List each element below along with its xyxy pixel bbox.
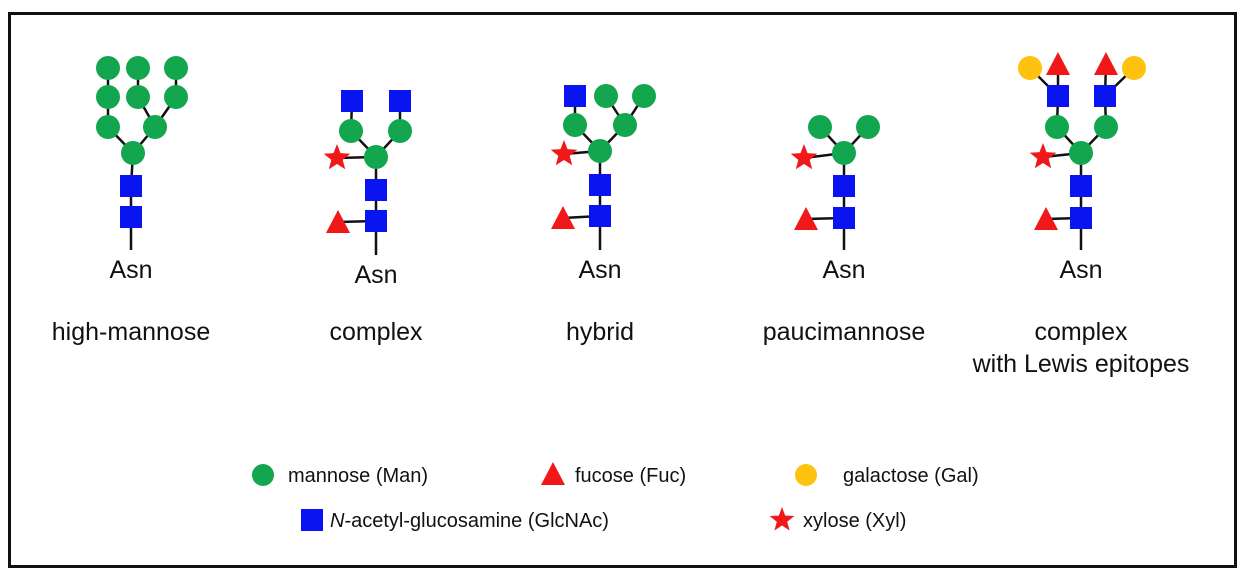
xylose-icon bbox=[769, 507, 795, 531]
glcnac-icon bbox=[365, 179, 387, 201]
glycan-complex bbox=[323, 90, 412, 233]
asn-label: Asn bbox=[109, 256, 152, 284]
mannose-icon bbox=[364, 145, 388, 169]
mannose-icon bbox=[388, 119, 412, 143]
glcnac-icon bbox=[589, 174, 611, 196]
mannose-icon bbox=[96, 115, 120, 139]
asn-label: Asn bbox=[1059, 256, 1102, 284]
glcnac-icon bbox=[120, 206, 142, 228]
glycan-high-mannose bbox=[96, 56, 188, 228]
glcnac-icon bbox=[341, 90, 363, 112]
legend-item-fucose: fucose (Fuc) bbox=[541, 462, 686, 487]
mannose-icon bbox=[252, 464, 274, 486]
glcnac-icon bbox=[301, 509, 323, 531]
glcnac-icon bbox=[1070, 207, 1092, 229]
legend-item-xylose: xylose (Xyl) bbox=[769, 507, 906, 532]
asn-label: Asn bbox=[822, 256, 865, 284]
legend-label-xylose: xylose (Xyl) bbox=[803, 510, 906, 532]
mannose-icon bbox=[632, 84, 656, 108]
fucose-icon bbox=[551, 206, 575, 229]
galactose-icon bbox=[1018, 56, 1042, 80]
xylose-icon bbox=[550, 140, 578, 166]
legend-label-glcnac-italic: N bbox=[330, 510, 345, 532]
glcnac-icon bbox=[833, 175, 855, 197]
glcnac-icon bbox=[1070, 175, 1092, 197]
mannose-icon bbox=[96, 56, 120, 80]
mannose-icon bbox=[121, 141, 145, 165]
legend-item-glcnac: N-acetyl-glucosamine (GlcNAc) bbox=[301, 509, 609, 532]
mannose-icon bbox=[339, 119, 363, 143]
mannose-icon bbox=[563, 113, 587, 137]
glycan-complex-lewis bbox=[1018, 52, 1146, 230]
mannose-icon bbox=[808, 115, 832, 139]
asn-label: Asn bbox=[578, 256, 621, 284]
glcnac-icon bbox=[120, 175, 142, 197]
mannose-icon bbox=[856, 115, 880, 139]
legend-item-galactose: galactose (Gal) bbox=[795, 464, 979, 487]
mannose-icon bbox=[832, 141, 856, 165]
glcnac-icon bbox=[1047, 85, 1069, 107]
glycan-type-label: complex bbox=[1034, 318, 1128, 346]
glycan-type-label: complex bbox=[329, 318, 423, 346]
legend: mannose (Man) fucose (Fuc) galactose (Ga… bbox=[252, 462, 979, 532]
mannose-icon bbox=[613, 113, 637, 137]
glycan-hybrid bbox=[550, 84, 656, 229]
mannose-icon bbox=[143, 115, 167, 139]
mannose-icon bbox=[1069, 141, 1093, 165]
mannose-icon bbox=[588, 139, 612, 163]
galactose-icon bbox=[795, 464, 817, 486]
glcnac-icon bbox=[564, 85, 586, 107]
glycan-type-label: with Lewis epitopes bbox=[972, 350, 1190, 378]
legend-label-mannose: mannose (Man) bbox=[288, 465, 428, 487]
mannose-icon bbox=[164, 85, 188, 109]
mannose-icon bbox=[164, 56, 188, 80]
legend-label-galactose: galactose (Gal) bbox=[843, 465, 979, 487]
mannose-icon bbox=[126, 85, 150, 109]
glcnac-icon bbox=[365, 210, 387, 232]
galactose-icon bbox=[1122, 56, 1146, 80]
fucose-icon bbox=[1046, 52, 1070, 75]
fucose-icon bbox=[794, 207, 818, 230]
mannose-icon bbox=[1045, 115, 1069, 139]
glcnac-icon bbox=[833, 207, 855, 229]
xylose-icon bbox=[1029, 143, 1057, 169]
fucose-icon bbox=[1034, 207, 1058, 230]
glcnac-icon bbox=[1094, 85, 1116, 107]
mannose-icon bbox=[1094, 115, 1118, 139]
xylose-icon bbox=[323, 144, 351, 170]
glycan-type-label: paucimannose bbox=[763, 318, 926, 346]
fucose-icon bbox=[1094, 52, 1118, 75]
glycan-type-label: hybrid bbox=[566, 318, 634, 346]
glycan-type-label: high-mannose bbox=[52, 318, 210, 346]
glcnac-icon bbox=[589, 205, 611, 227]
mannose-icon bbox=[594, 84, 618, 108]
mannose-icon bbox=[126, 56, 150, 80]
asn-label: Asn bbox=[354, 261, 397, 289]
mannose-icon bbox=[96, 85, 120, 109]
legend-label-fucose: fucose (Fuc) bbox=[575, 465, 686, 487]
fucose-icon bbox=[541, 462, 565, 485]
legend-label-glcnac: N-acetyl-glucosamine (GlcNAc) bbox=[330, 510, 609, 532]
glycan-paucimannose bbox=[790, 115, 880, 230]
xylose-icon bbox=[790, 144, 818, 170]
legend-label-glcnac-rest: -acetyl-glucosamine (GlcNAc) bbox=[344, 510, 609, 532]
fucose-icon bbox=[326, 210, 350, 233]
glcnac-icon bbox=[389, 90, 411, 112]
legend-item-mannose: mannose (Man) bbox=[252, 464, 428, 487]
figure-frame bbox=[8, 12, 1237, 568]
